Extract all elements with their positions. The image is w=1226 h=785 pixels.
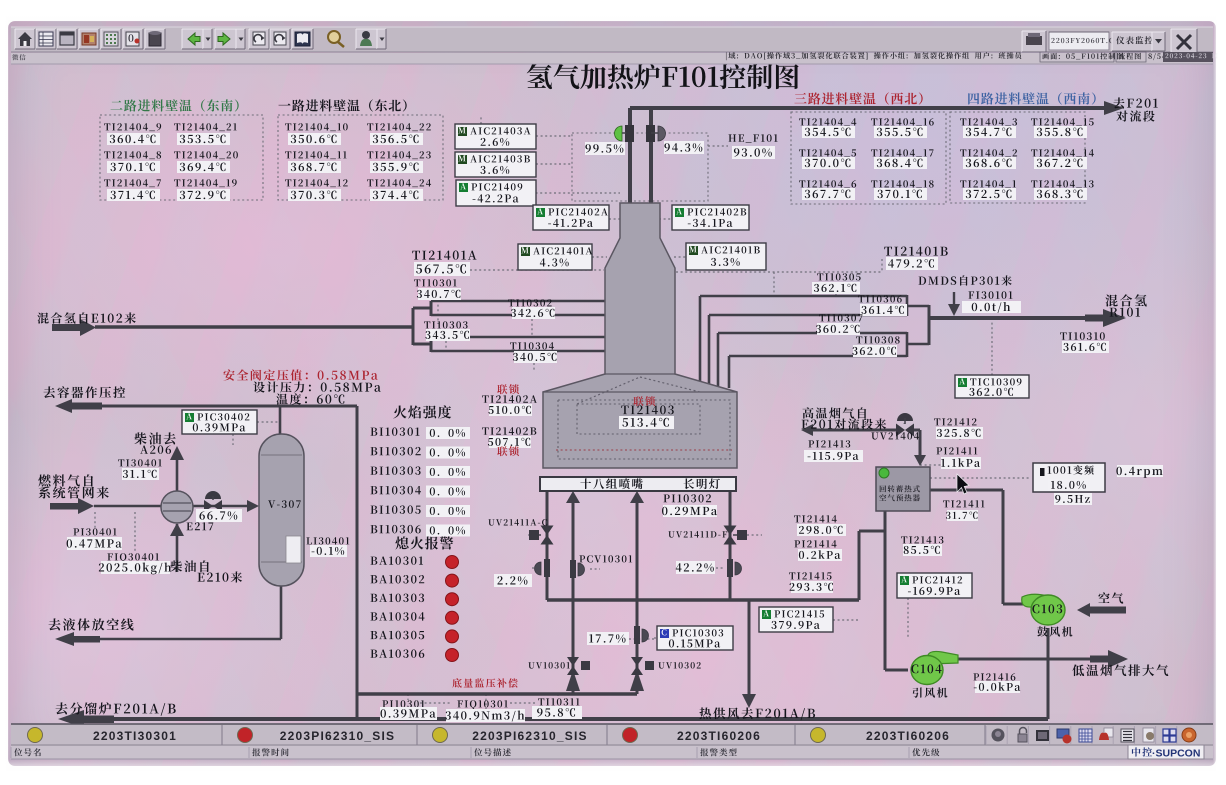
svg-text:2203TI30301: 2203TI30301	[93, 729, 177, 743]
svg-text:2203PI62310_SIS: 2203PI62310_SIS	[280, 729, 395, 743]
svg-text:·SUPCON: ·SUPCON	[1152, 748, 1200, 760]
svg-text:2203TI60206: 2203TI60206	[866, 729, 950, 743]
svg-text:2203PI62310_SIS: 2203PI62310_SIS	[472, 729, 587, 743]
svg-text:2203TI60206: 2203TI60206	[677, 729, 761, 743]
